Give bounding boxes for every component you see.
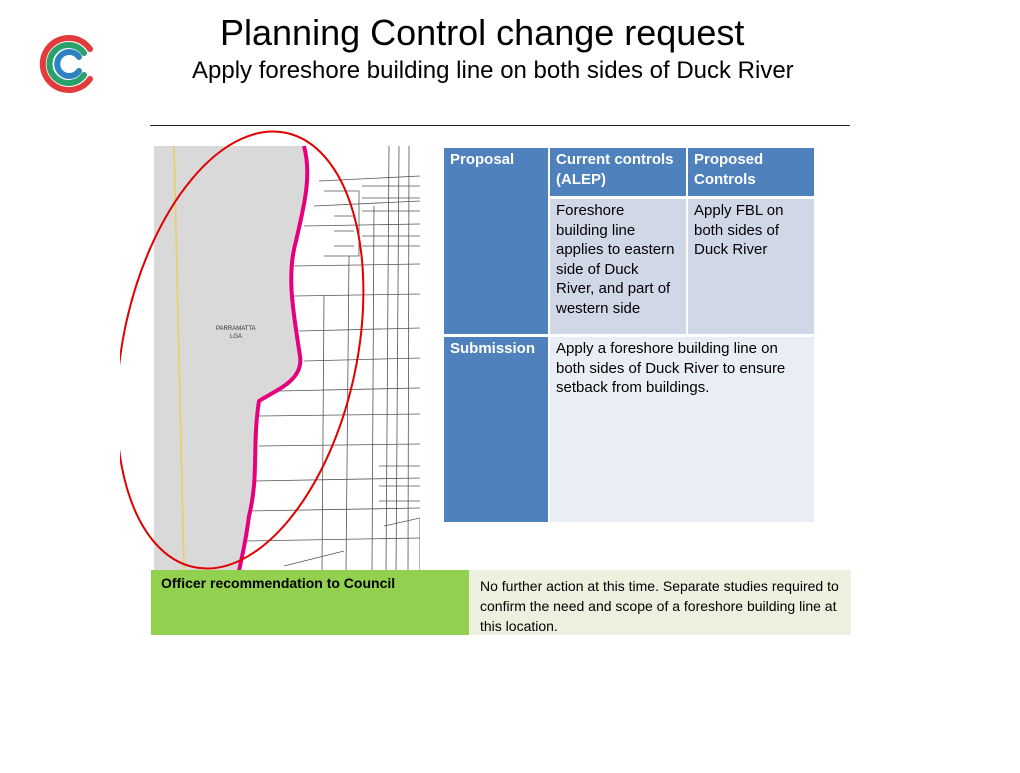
officer-recommendation-label: Officer recommendation to Council <box>151 570 469 635</box>
duck-river-line <box>237 146 310 571</box>
proposed-controls-header: Proposed Controls <box>688 148 814 196</box>
submission-cell: Apply a foreshore building line on both … <box>550 337 814 522</box>
proposed-controls-cell: Apply FBL on both sides of Duck River <box>688 199 814 334</box>
title-divider <box>150 125 850 126</box>
proposal-table: Proposal Current controls (ALEP) Propose… <box>444 148 814 522</box>
duck-river-map: PARRAMATTA LGA <box>154 146 420 571</box>
current-controls-cell: Foreshore building line applies to easte… <box>550 199 686 334</box>
submission-header: Submission <box>444 337 548 522</box>
current-controls-header: Current controls (ALEP) <box>550 148 686 196</box>
officer-recommendation-text: No further action at this time. Separate… <box>469 570 851 635</box>
street-grid <box>245 146 420 571</box>
lga-boundary-line <box>173 146 185 571</box>
highlight-ellipse <box>120 130 365 570</box>
proposal-header: Proposal <box>444 148 548 334</box>
lga-label-2: LGA <box>230 334 242 340</box>
slide-subtitle: Apply foreshore building line on both si… <box>192 57 794 84</box>
slide-title: Planning Control change request <box>220 12 745 53</box>
lga-label-1: PARRAMATTA <box>216 326 256 332</box>
council-c-logo-icon <box>39 35 93 93</box>
